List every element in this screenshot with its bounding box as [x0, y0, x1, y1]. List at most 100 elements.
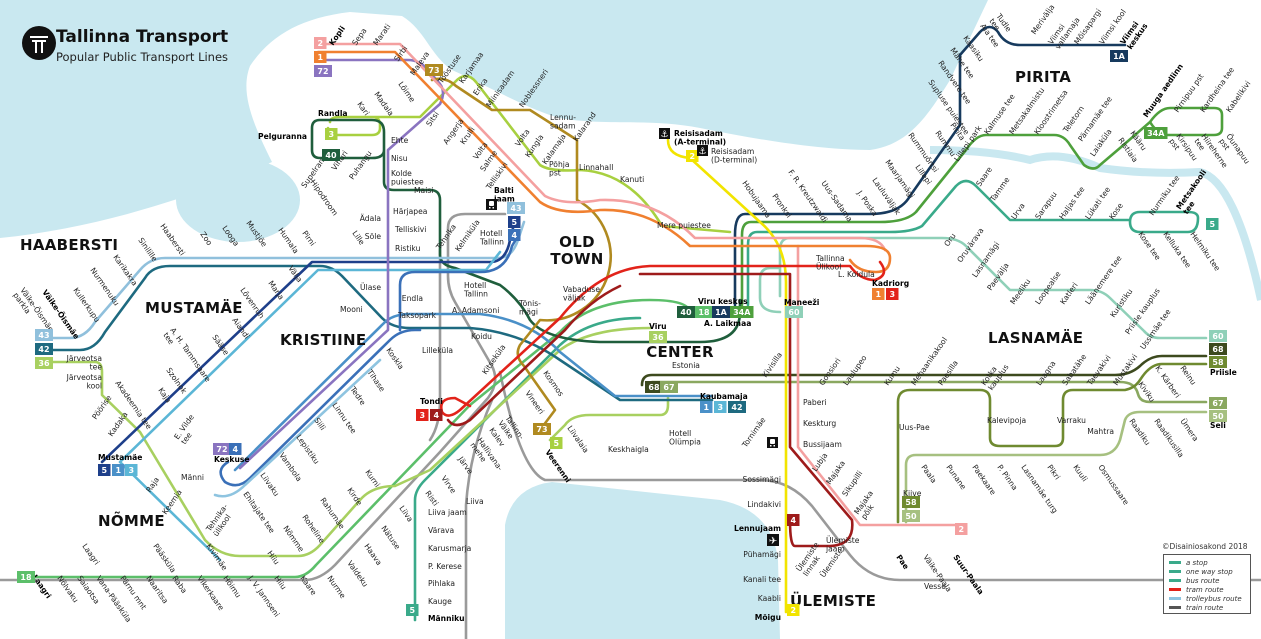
route-badge: 4 — [787, 514, 800, 526]
route-badge-bg — [902, 496, 920, 508]
route-badge-bg — [712, 306, 730, 318]
station-label: Kadriorg — [872, 279, 909, 288]
route-number: 34A — [1147, 129, 1165, 138]
route-number: 4 — [232, 445, 238, 454]
station-label: Keskuse — [214, 455, 250, 464]
station-label: Noblessneri — [517, 67, 550, 109]
station-label: Ülase — [360, 283, 381, 292]
legend-item-stop: a stop — [1169, 558, 1250, 567]
route-number: 40 — [680, 308, 692, 317]
district-label: KRISTIINE — [280, 331, 366, 349]
route-number: 1 — [317, 53, 323, 62]
station-label: Vesse — [924, 582, 946, 591]
station-label: P. Kerese — [428, 562, 462, 571]
route-badge-bg — [430, 409, 443, 421]
station-label: L. Koidula — [838, 270, 875, 279]
one-way-stop-icon — [1169, 570, 1181, 573]
route-badge: 72 — [314, 65, 332, 77]
route-number: 1 — [115, 466, 121, 475]
tallinna-transport-logo-icon — [22, 26, 56, 60]
route-badge-bg — [660, 381, 678, 393]
route-badge: 2 — [955, 523, 968, 535]
route-badge: 3 — [125, 464, 138, 476]
station-label: Paberi — [803, 398, 827, 407]
route-badge: 67 — [660, 381, 678, 393]
route-badge-bg — [322, 149, 340, 161]
route-badge: 43 — [35, 329, 53, 341]
station-label: Seli — [1210, 421, 1226, 430]
route-badge-bg — [787, 604, 800, 616]
station-label: Ädala — [360, 214, 381, 223]
route-badge: 50 — [902, 510, 920, 522]
route-badge: 72 — [213, 443, 231, 455]
route-number: 3 — [419, 411, 425, 420]
route-badge: 4 — [229, 443, 242, 455]
route-number: 1 — [875, 290, 881, 299]
route-badge: 3 — [325, 128, 338, 140]
train-route-icon — [1169, 606, 1181, 609]
route-number: 67 — [1212, 399, 1223, 408]
route-badge-bg — [425, 64, 443, 76]
route-badge-bg — [229, 443, 242, 455]
route-badge-bg — [416, 409, 429, 421]
route-badge-bg — [406, 604, 419, 616]
route-badge: 34A — [1144, 127, 1168, 139]
station-label: Lilleküla — [422, 346, 453, 355]
station-label: Lennu-sadam — [550, 113, 576, 131]
route-badge-bg — [17, 571, 35, 583]
route-number: 58 — [1212, 358, 1224, 367]
station-label: Liiva jaam — [428, 508, 467, 517]
route-badge: 42 — [35, 343, 53, 355]
station-label: Estonia — [672, 361, 700, 370]
route-badge-bg — [314, 65, 332, 77]
district-label: NÕMME — [98, 511, 165, 530]
station-label: Lindakivi — [747, 500, 781, 509]
route-badge: 1A — [1110, 50, 1128, 62]
route-badge-bg — [314, 51, 327, 63]
route-badge: 2 — [314, 37, 327, 49]
route-badge-bg — [700, 401, 713, 413]
route-number: 5 — [553, 439, 559, 448]
route-number: 18 — [698, 308, 710, 317]
route-number: 4 — [790, 516, 796, 525]
route-badge: 5 — [98, 464, 111, 476]
trolleybus-route-icon — [1169, 597, 1181, 600]
route-badge: 4 — [508, 229, 521, 241]
legend-item-trolleybus: trolleybus route — [1169, 594, 1250, 603]
station-label: Mere puiestee — [657, 221, 711, 230]
route-badge: 73 — [533, 423, 551, 435]
app-title: Tallinna Transport — [56, 27, 229, 47]
route-badge: 36 — [649, 331, 667, 343]
station-label: Lennujaam — [734, 524, 781, 533]
route-number: 36 — [38, 359, 50, 368]
station-label: Randla — [318, 109, 348, 118]
station-label: Keskhaigla — [608, 445, 649, 454]
station-label: Taksopark — [397, 311, 437, 320]
station-label: Sossimägi — [743, 475, 781, 484]
svg-text:⚓: ⚓ — [660, 130, 668, 140]
station-label: Ehte — [391, 136, 409, 145]
station-label: Maneeži — [784, 298, 819, 307]
svg-text:⚓: ⚓ — [698, 147, 706, 157]
station-label: Linnahall — [579, 163, 613, 172]
route-number: 3 — [889, 290, 895, 299]
route-badge-bg — [955, 523, 968, 535]
route-badge: 3 — [714, 401, 727, 413]
route-badge: 68 — [1209, 343, 1227, 355]
station-label: Mustamäe — [98, 453, 142, 462]
balti-jaam-train-icon — [486, 199, 497, 210]
route-badge-bg — [1209, 356, 1227, 368]
route-badge-bg — [35, 357, 53, 369]
station-label: Kalevipoja — [987, 416, 1026, 425]
route-badge: 34A — [730, 306, 754, 318]
route-number: 5 — [1209, 220, 1215, 229]
station-label: Uus-Pae — [899, 423, 930, 432]
district-label: LASNAMÄE — [988, 328, 1083, 347]
station-label: Kaubamaja — [700, 392, 748, 401]
station-label: Männi — [181, 473, 204, 482]
